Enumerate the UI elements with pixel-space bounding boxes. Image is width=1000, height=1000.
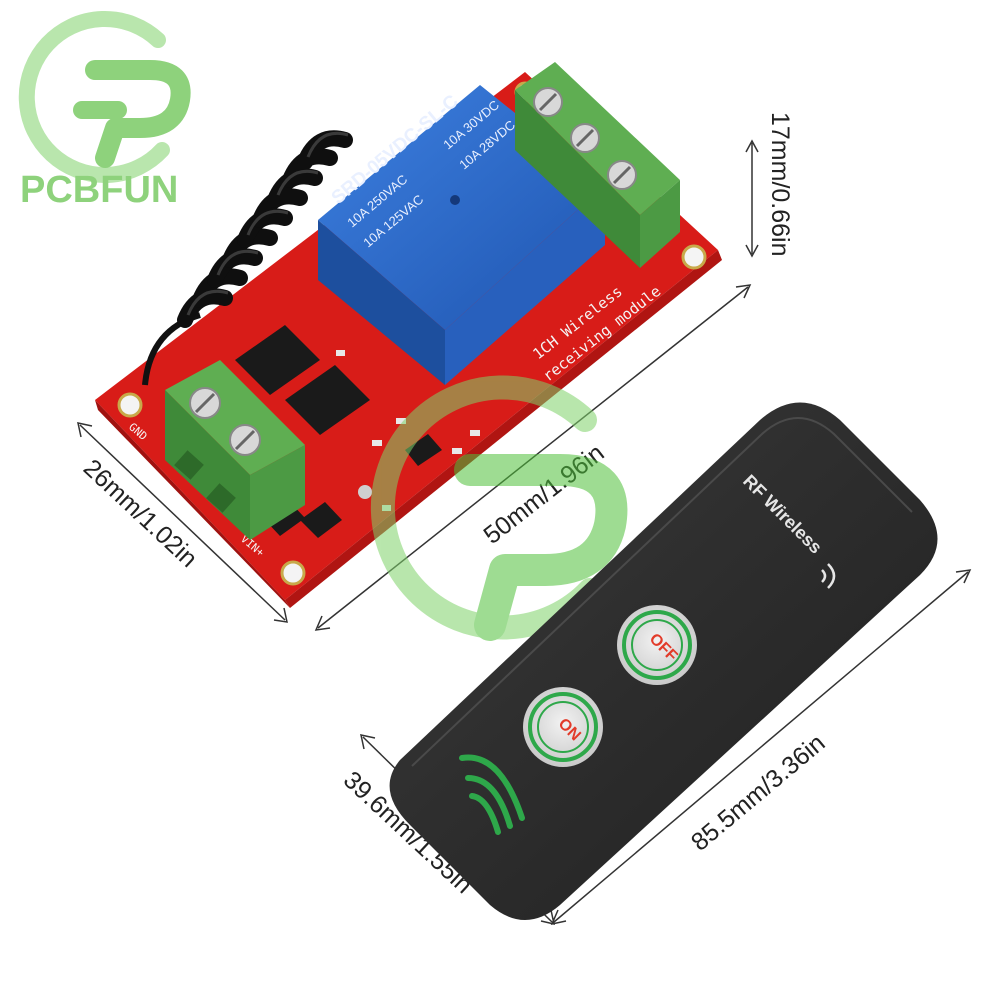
brand-name: PCBFUN [20, 169, 178, 211]
mount-hole [681, 244, 707, 270]
transistor [405, 434, 442, 466]
rf-remote: RF Wireless OFF ON [389, 402, 938, 920]
height-arrow-head-bottom [745, 244, 759, 258]
pcbfun-logo-icon [18, 11, 191, 183]
remote-length-arrow [553, 571, 969, 923]
on-button[interactable]: ON [523, 687, 603, 767]
crystal [358, 485, 372, 499]
smd-resistor [336, 350, 345, 356]
remote-length-arrow-head-a [550, 909, 567, 926]
terminal-block-power [165, 360, 305, 540]
width-arrow-head-a [77, 422, 93, 438]
length-arrow-head-a [314, 615, 331, 631]
smd-resistor [452, 448, 462, 454]
brand-logo: PCBFUN [18, 11, 191, 211]
remote-length-arrow-head-b [955, 569, 972, 584]
ic-chip [235, 325, 320, 395]
remote-width-arrow-head-a [360, 734, 376, 750]
ic-chip [285, 365, 370, 435]
relay-module: 1CH Wireless receiving module GND VIN+ [95, 62, 722, 608]
off-button[interactable]: OFF [617, 605, 697, 685]
diode-chip [300, 502, 342, 538]
transmit-signal-icon [459, 754, 525, 835]
height-arrow-head-top [745, 139, 759, 153]
wireless-signal-icon [821, 563, 836, 589]
smd-resistor [372, 440, 382, 446]
width-arrow [79, 424, 286, 621]
smd-resistor [396, 418, 406, 424]
dim-label-module-height: 17mm/0.66in [766, 112, 794, 257]
relay-side-front [318, 220, 445, 385]
width-arrow-head-b [273, 607, 288, 623]
smd-resistor [470, 430, 480, 436]
relay-side-right [445, 185, 605, 385]
mount-hole [117, 392, 143, 418]
mount-hole [280, 560, 306, 586]
pcb-edge [95, 400, 290, 608]
length-arrow-head-b [735, 284, 752, 299]
antenna-coil [142, 130, 353, 386]
terminal-block-output [515, 62, 680, 268]
watermark-logo [370, 375, 628, 641]
